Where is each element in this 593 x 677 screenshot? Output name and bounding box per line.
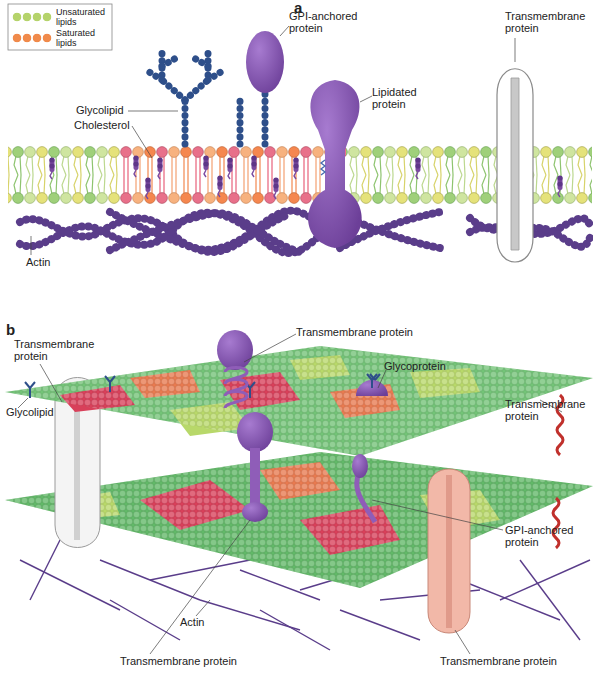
protein-head xyxy=(237,412,273,452)
part-label: Transmembrane protein xyxy=(120,655,260,667)
part-label: GPI-anchored protein xyxy=(505,524,591,548)
transmembrane-protein xyxy=(428,469,470,633)
cholesterol-molecules xyxy=(49,155,562,199)
lipidated-protein xyxy=(308,80,362,248)
gpi-protein xyxy=(246,31,284,93)
legend-swatch xyxy=(12,33,52,43)
part-label: GPI-anchored protein xyxy=(289,10,369,34)
leader-lines xyxy=(31,26,515,255)
panel-letter: b xyxy=(6,322,26,338)
part-label: Transmembrane protein xyxy=(296,326,436,338)
protein-head xyxy=(217,330,253,370)
legend-row: Saturated lipids xyxy=(12,28,108,48)
part-label: Glycolipid xyxy=(76,104,146,116)
part-label: Transmembrane protein xyxy=(440,655,580,667)
part-label: Glycolipid xyxy=(6,406,76,418)
part-label: Actin xyxy=(180,616,220,628)
helix-protein xyxy=(225,368,247,409)
part-label: Glycoprotein xyxy=(384,360,464,372)
part-label: Transmembrane protein xyxy=(14,338,100,362)
part-label: Actin xyxy=(26,256,66,268)
legend-text: Saturated lipids xyxy=(56,28,108,48)
leader-lines xyxy=(18,334,562,654)
transmembrane-protein xyxy=(497,69,533,262)
glycolipids xyxy=(25,374,380,398)
part-label: Lipidated protein xyxy=(372,86,432,110)
legend-row: Unsaturated lipids xyxy=(12,7,108,27)
part-label: Transmembrane protein xyxy=(505,398,591,422)
upper-leaflet xyxy=(5,346,593,456)
legend-swatch xyxy=(12,12,52,22)
part-label: Transmembrane protein xyxy=(505,10,591,34)
legend-text: Unsaturated lipids xyxy=(56,7,108,27)
legend-box xyxy=(8,4,112,50)
part-label: Cholesterol xyxy=(74,119,144,131)
